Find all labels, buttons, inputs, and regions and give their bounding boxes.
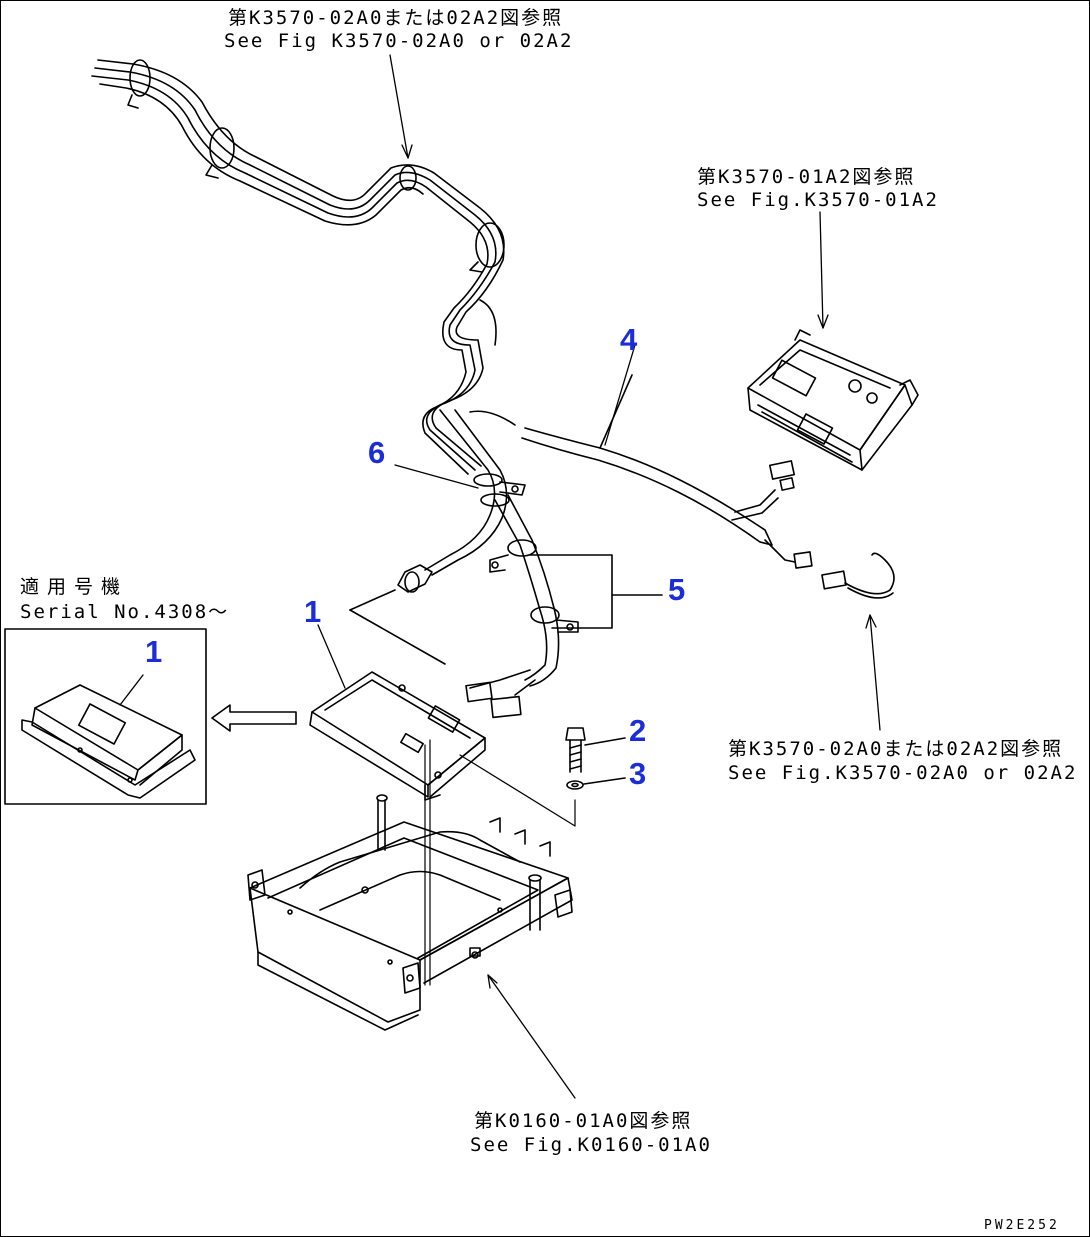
ref-bottom-jp: 第K0160-01A0図参照 <box>474 1110 693 1132</box>
leader-arrows <box>119 54 881 1099</box>
ref-top-jp: 第K3570-02A0または02A2図参照 <box>228 7 564 29</box>
controller-unit <box>747 329 919 471</box>
inset-arrow <box>211 704 297 732</box>
harness-6 <box>397 409 526 593</box>
serial-jp: 適用号機 <box>20 576 129 598</box>
serial-en: Serial No.4308～ <box>20 601 230 623</box>
callout-2: 2 <box>629 713 647 748</box>
callout-1-inset: 1 <box>145 634 163 669</box>
ref-bottom-en: See Fig.K0160-01A0 <box>470 1134 712 1156</box>
callout-5: 5 <box>668 572 686 607</box>
ref-right-top-jp: 第K3570-01A2図参照 <box>697 166 916 188</box>
callout-6: 6 <box>368 435 386 470</box>
ref-right-mid-en: See Fig.K3570-02A0 or 02A2 <box>728 762 1078 784</box>
drawing-code: PW2E252 <box>984 1218 1060 1233</box>
inset-box <box>4 628 207 805</box>
harness-4 <box>469 374 813 569</box>
washer-3 <box>566 777 626 790</box>
harness-5 <box>465 494 579 719</box>
ref-right-mid-jp: 第K3570-02A0または02A2図参照 <box>728 738 1064 760</box>
bolt-2 <box>565 727 626 773</box>
controller-part-1 <box>309 589 486 801</box>
assembly-lines <box>424 739 576 986</box>
harness-clamps <box>127 59 505 346</box>
mounting-base <box>247 794 573 1031</box>
connector-right <box>821 552 895 599</box>
callout-1-main: 1 <box>304 594 322 629</box>
callout-5-leader <box>529 554 663 629</box>
ref-right-top-en: See Fig.K3570-01A2 <box>697 189 939 211</box>
callout-4: 4 <box>620 322 638 357</box>
ref-top-en: See Fig K3570-02A0 or 02A2 <box>224 30 574 52</box>
callout-3: 3 <box>629 756 647 791</box>
